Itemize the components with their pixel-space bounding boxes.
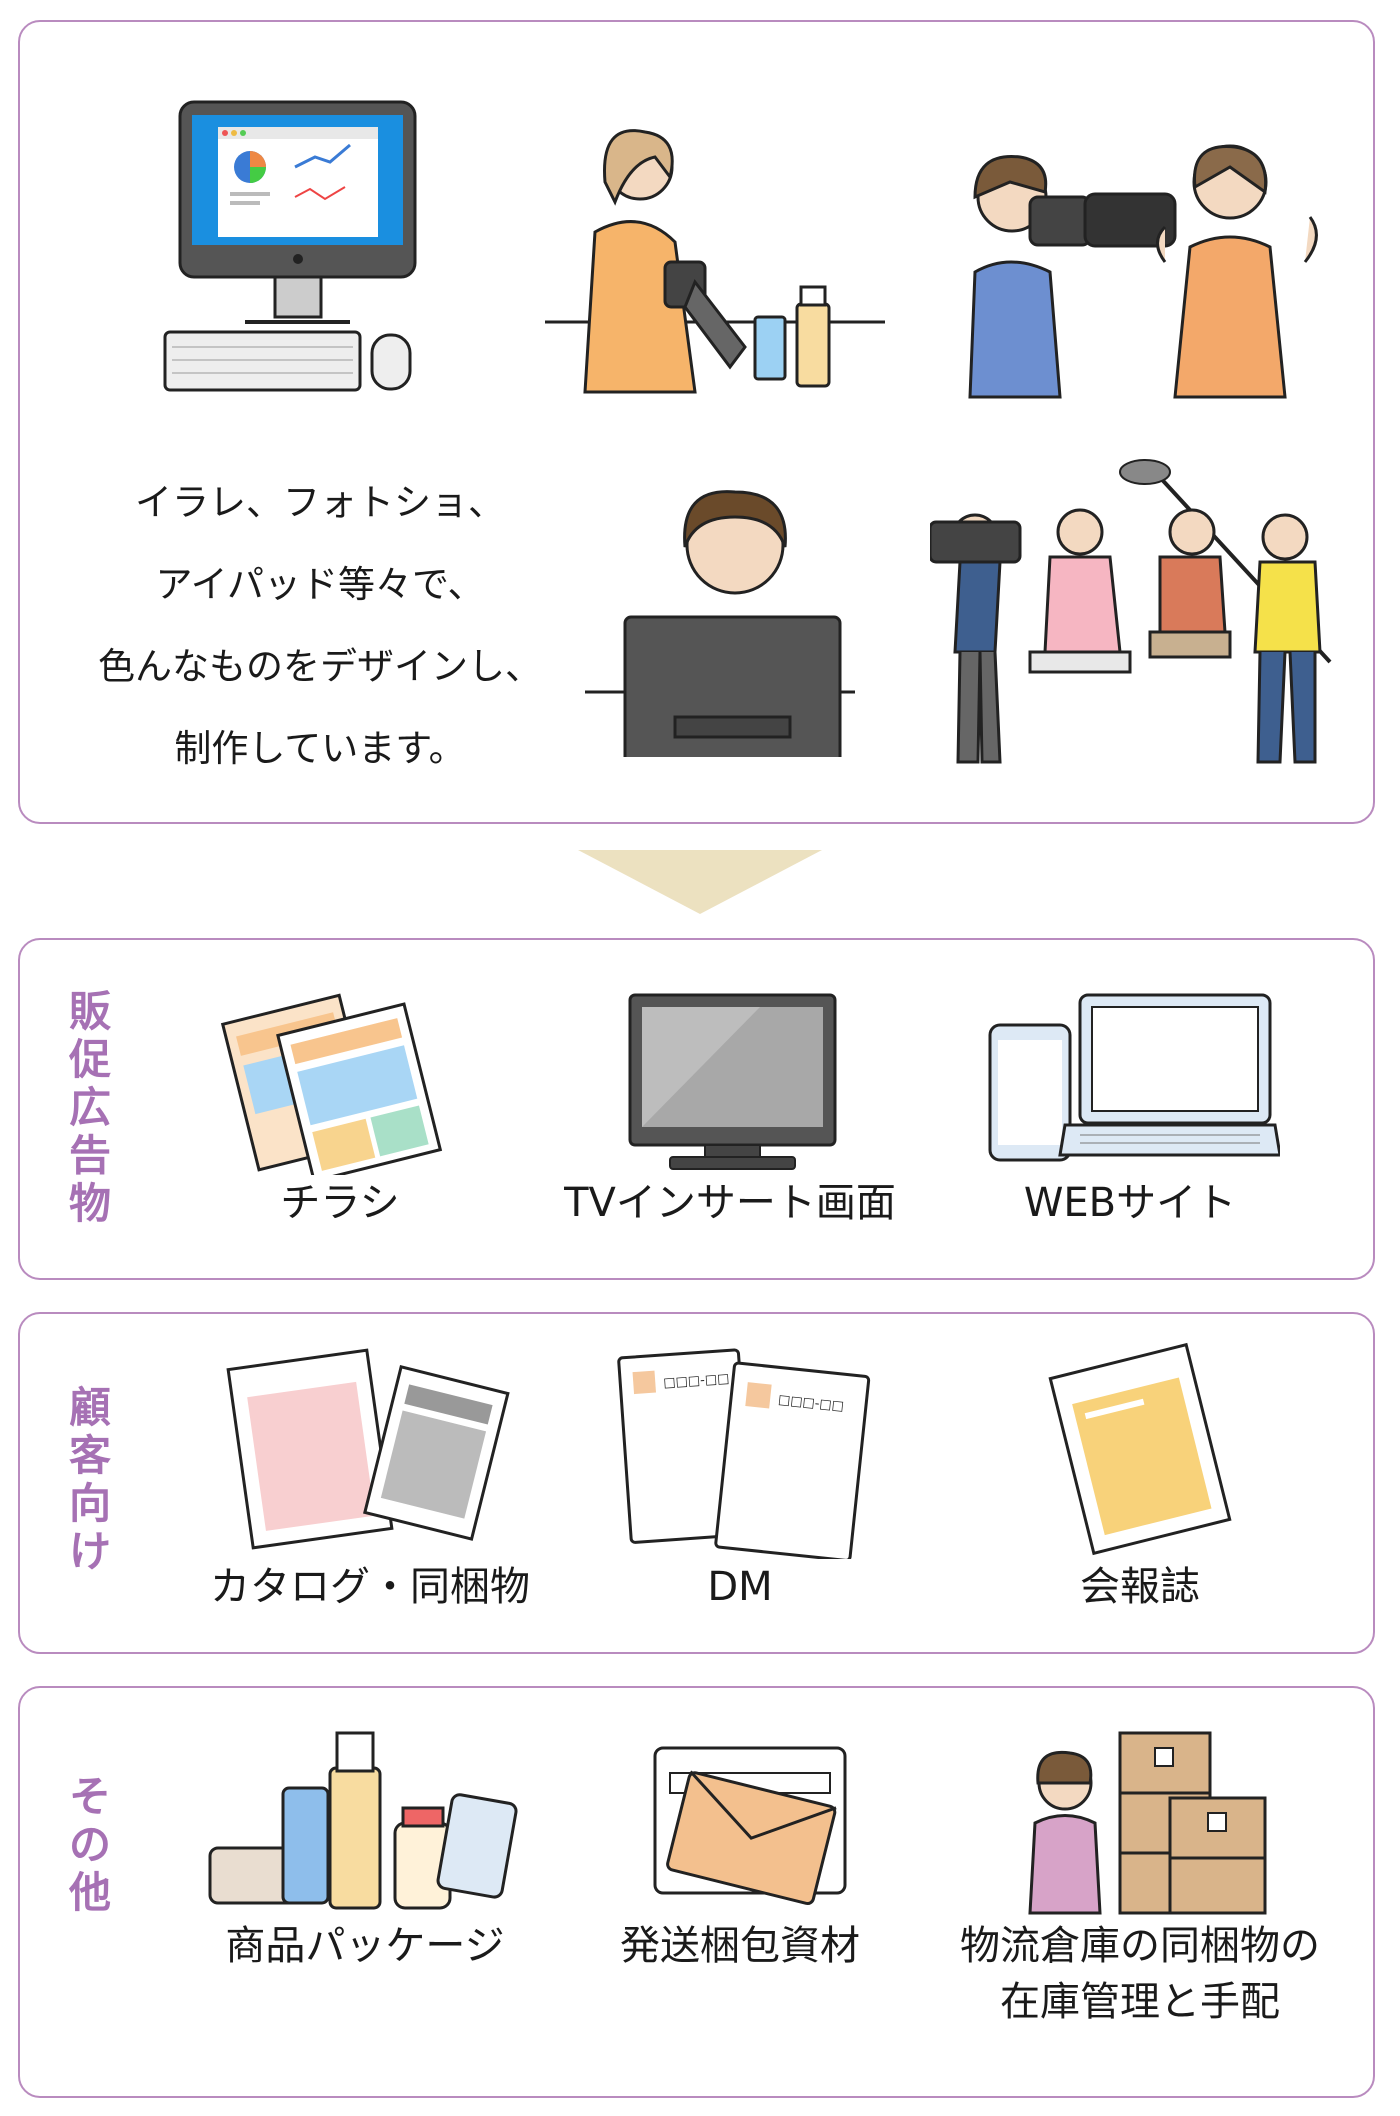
dm-postcode-text: □□□-□□ xyxy=(777,1392,844,1414)
envelope-icon xyxy=(653,1746,847,1906)
item-caption: 商品パッケージ xyxy=(225,1923,505,1969)
item-caption: DM xyxy=(707,1564,773,1610)
item-caption: チラシ xyxy=(280,1180,400,1226)
item-caption: 在庫管理と手配 xyxy=(1000,1979,1280,2025)
item-caption: 物流倉庫の同梱物の xyxy=(960,1923,1320,1969)
product-package-item: 商品パッケージ xyxy=(200,1728,530,1974)
photographer-woman-illustration xyxy=(545,129,885,394)
warehouse-item: 物流倉庫の同梱物の 在庫管理と手配 xyxy=(920,1728,1360,2030)
laptop-smartphone-icon xyxy=(988,993,1280,1162)
section-label: その他 xyxy=(68,1772,111,1917)
warehouse-boxes-icon xyxy=(1028,1731,1267,1915)
section-label: 顧客向け xyxy=(68,1383,111,1576)
flyer-icon xyxy=(220,993,443,1175)
intro-panel: イラレ、フォトショ、 アイパッド等々で、 色んなものをデザインし、 制作していま… xyxy=(18,20,1375,824)
intro-text: イラレ、フォトショ、 アイパッド等々で、 色んなものをデザインし、 制作していま… xyxy=(60,462,580,790)
catalog-item: カタログ・同梱物 xyxy=(170,1339,570,1615)
catalog-icon xyxy=(226,1348,510,1550)
item-caption: TVインサート画面 xyxy=(564,1180,896,1226)
magazine-icon xyxy=(1048,1342,1232,1556)
intro-line: 色んなものをデザインし、 xyxy=(98,645,542,688)
tv-crew-illustration xyxy=(930,459,1332,764)
intro-line: イラレ、フォトショ、 xyxy=(135,481,505,524)
flyer-item: チラシ xyxy=(200,985,480,1231)
down-arrow-icon xyxy=(578,850,822,914)
intro-line: 制作しています。 xyxy=(174,727,466,770)
dm-item: □□□-□□ □□□-□□ DM xyxy=(600,1339,880,1615)
desktop-computer-illustration xyxy=(163,100,417,392)
dm-postcode-text: □□□-□□ xyxy=(663,1371,730,1391)
section-other: その他 商品パッケージ 発送梱包資材 xyxy=(18,1686,1375,2098)
item-caption: 発送梱包資材 xyxy=(620,1923,860,1969)
item-caption: 会報誌 xyxy=(1080,1564,1200,1610)
section-customer: 顧客向け カタログ・同梱物 □□□-□□ xyxy=(18,1312,1375,1654)
intro-line: アイパッド等々で、 xyxy=(155,563,485,606)
item-caption: カタログ・同梱物 xyxy=(210,1564,530,1610)
section-label: 販促広告物 xyxy=(68,987,111,1228)
tv-insert-item: TVインサート画面 xyxy=(540,985,920,1231)
cosmetics-package-icon xyxy=(208,1731,518,1910)
shipping-material-item: 発送梱包資材 xyxy=(590,1728,890,1974)
website-item: WEBサイト xyxy=(980,985,1280,1231)
item-caption: WEBサイト xyxy=(1023,1180,1237,1226)
newsletter-item: 会報誌 xyxy=(1020,1339,1260,1615)
section-sales-promotion: 販促広告物 チラシ TVインサート画面 xyxy=(18,938,1375,1280)
postcard-icon: □□□-□□ □□□-□□ xyxy=(617,1348,871,1559)
tv-monitor-icon xyxy=(628,993,837,1170)
interview-filming-illustration xyxy=(968,144,1318,399)
designer-at-monitor-illustration xyxy=(585,490,855,757)
